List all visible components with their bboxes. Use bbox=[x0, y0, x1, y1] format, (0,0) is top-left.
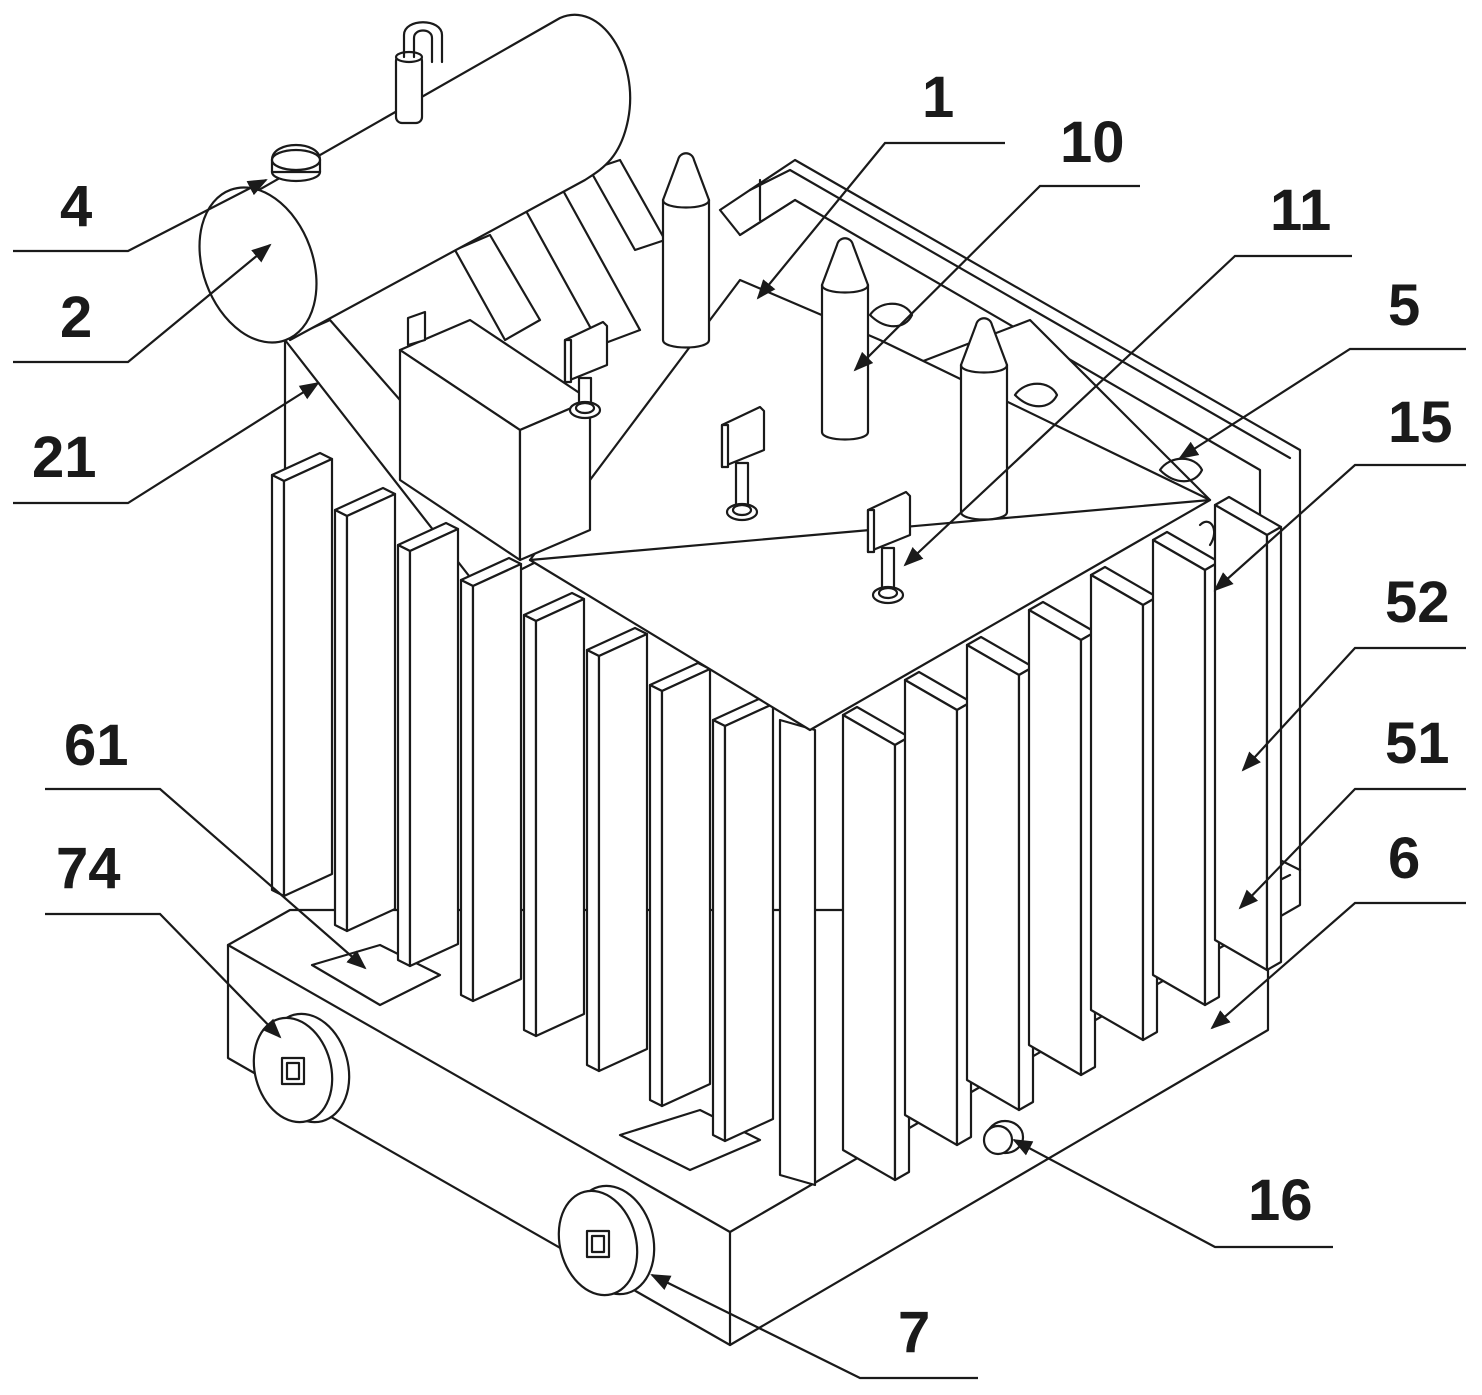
label-52: 52 bbox=[1385, 570, 1450, 635]
radiator-fin bbox=[335, 488, 395, 931]
label-21: 21 bbox=[32, 425, 97, 490]
radiator-fin bbox=[843, 707, 909, 1180]
radiator-fin bbox=[398, 523, 458, 966]
radiator-fin bbox=[1153, 532, 1219, 1005]
radiator-fin bbox=[587, 628, 647, 1071]
bushing bbox=[822, 238, 868, 439]
label-15: 15 bbox=[1388, 390, 1453, 455]
corner-post bbox=[780, 720, 815, 1185]
radiator-fin bbox=[272, 453, 332, 896]
radiator-fin bbox=[713, 698, 773, 1141]
label-1: 1 bbox=[922, 65, 954, 130]
label-51: 51 bbox=[1385, 711, 1450, 776]
label-6: 6 bbox=[1388, 826, 1420, 891]
label-2: 2 bbox=[60, 285, 92, 350]
label-61: 61 bbox=[64, 713, 129, 778]
conservator-tank bbox=[179, 15, 630, 359]
label-5: 5 bbox=[1388, 273, 1420, 338]
radiator-fin bbox=[967, 637, 1033, 1110]
label-16: 16 bbox=[1248, 1168, 1313, 1233]
bushing bbox=[663, 153, 709, 347]
label-10: 10 bbox=[1060, 110, 1125, 175]
label-4: 4 bbox=[60, 174, 92, 239]
label-7: 7 bbox=[898, 1300, 930, 1365]
label-11: 11 bbox=[1270, 178, 1331, 243]
radiator-fin bbox=[1029, 602, 1095, 1075]
radiator-fin bbox=[650, 663, 710, 1106]
radiator-fin bbox=[1091, 567, 1157, 1040]
radiator-fin bbox=[461, 558, 521, 1001]
oil-level-cap bbox=[272, 145, 320, 181]
label-74: 74 bbox=[56, 836, 121, 901]
radiator-fin bbox=[524, 593, 584, 1036]
radiator-fin bbox=[905, 672, 971, 1145]
bushing bbox=[961, 318, 1007, 519]
